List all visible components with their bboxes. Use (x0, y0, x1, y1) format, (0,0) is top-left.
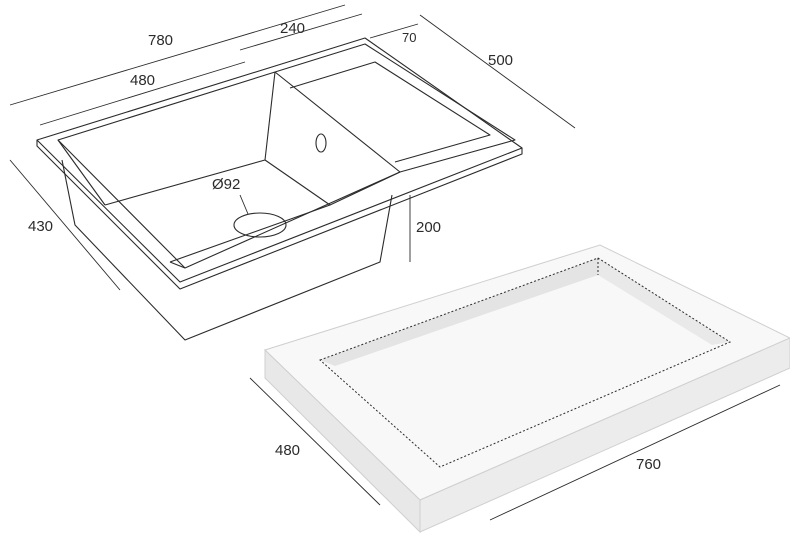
dim-430: 430 (28, 218, 54, 235)
dim-240: 240 (280, 20, 306, 37)
countertop (264, 244, 790, 533)
dim-480-bowl: 480 (130, 72, 156, 89)
cutout-outline (319, 257, 732, 468)
dim-480-cutout: 480 (275, 442, 301, 459)
drain-hole (233, 212, 287, 238)
dim-500: 500 (488, 52, 514, 69)
dim-200: 200 (416, 219, 442, 236)
dim-760: 760 (636, 456, 662, 473)
dim-780: 780 (148, 32, 174, 49)
overflow-hole (315, 133, 327, 153)
dimension-lines (9, 4, 781, 521)
sink (36, 37, 523, 341)
dim-drain-diameter: Ø92 (212, 176, 241, 193)
dim-70: 70 (402, 30, 417, 45)
